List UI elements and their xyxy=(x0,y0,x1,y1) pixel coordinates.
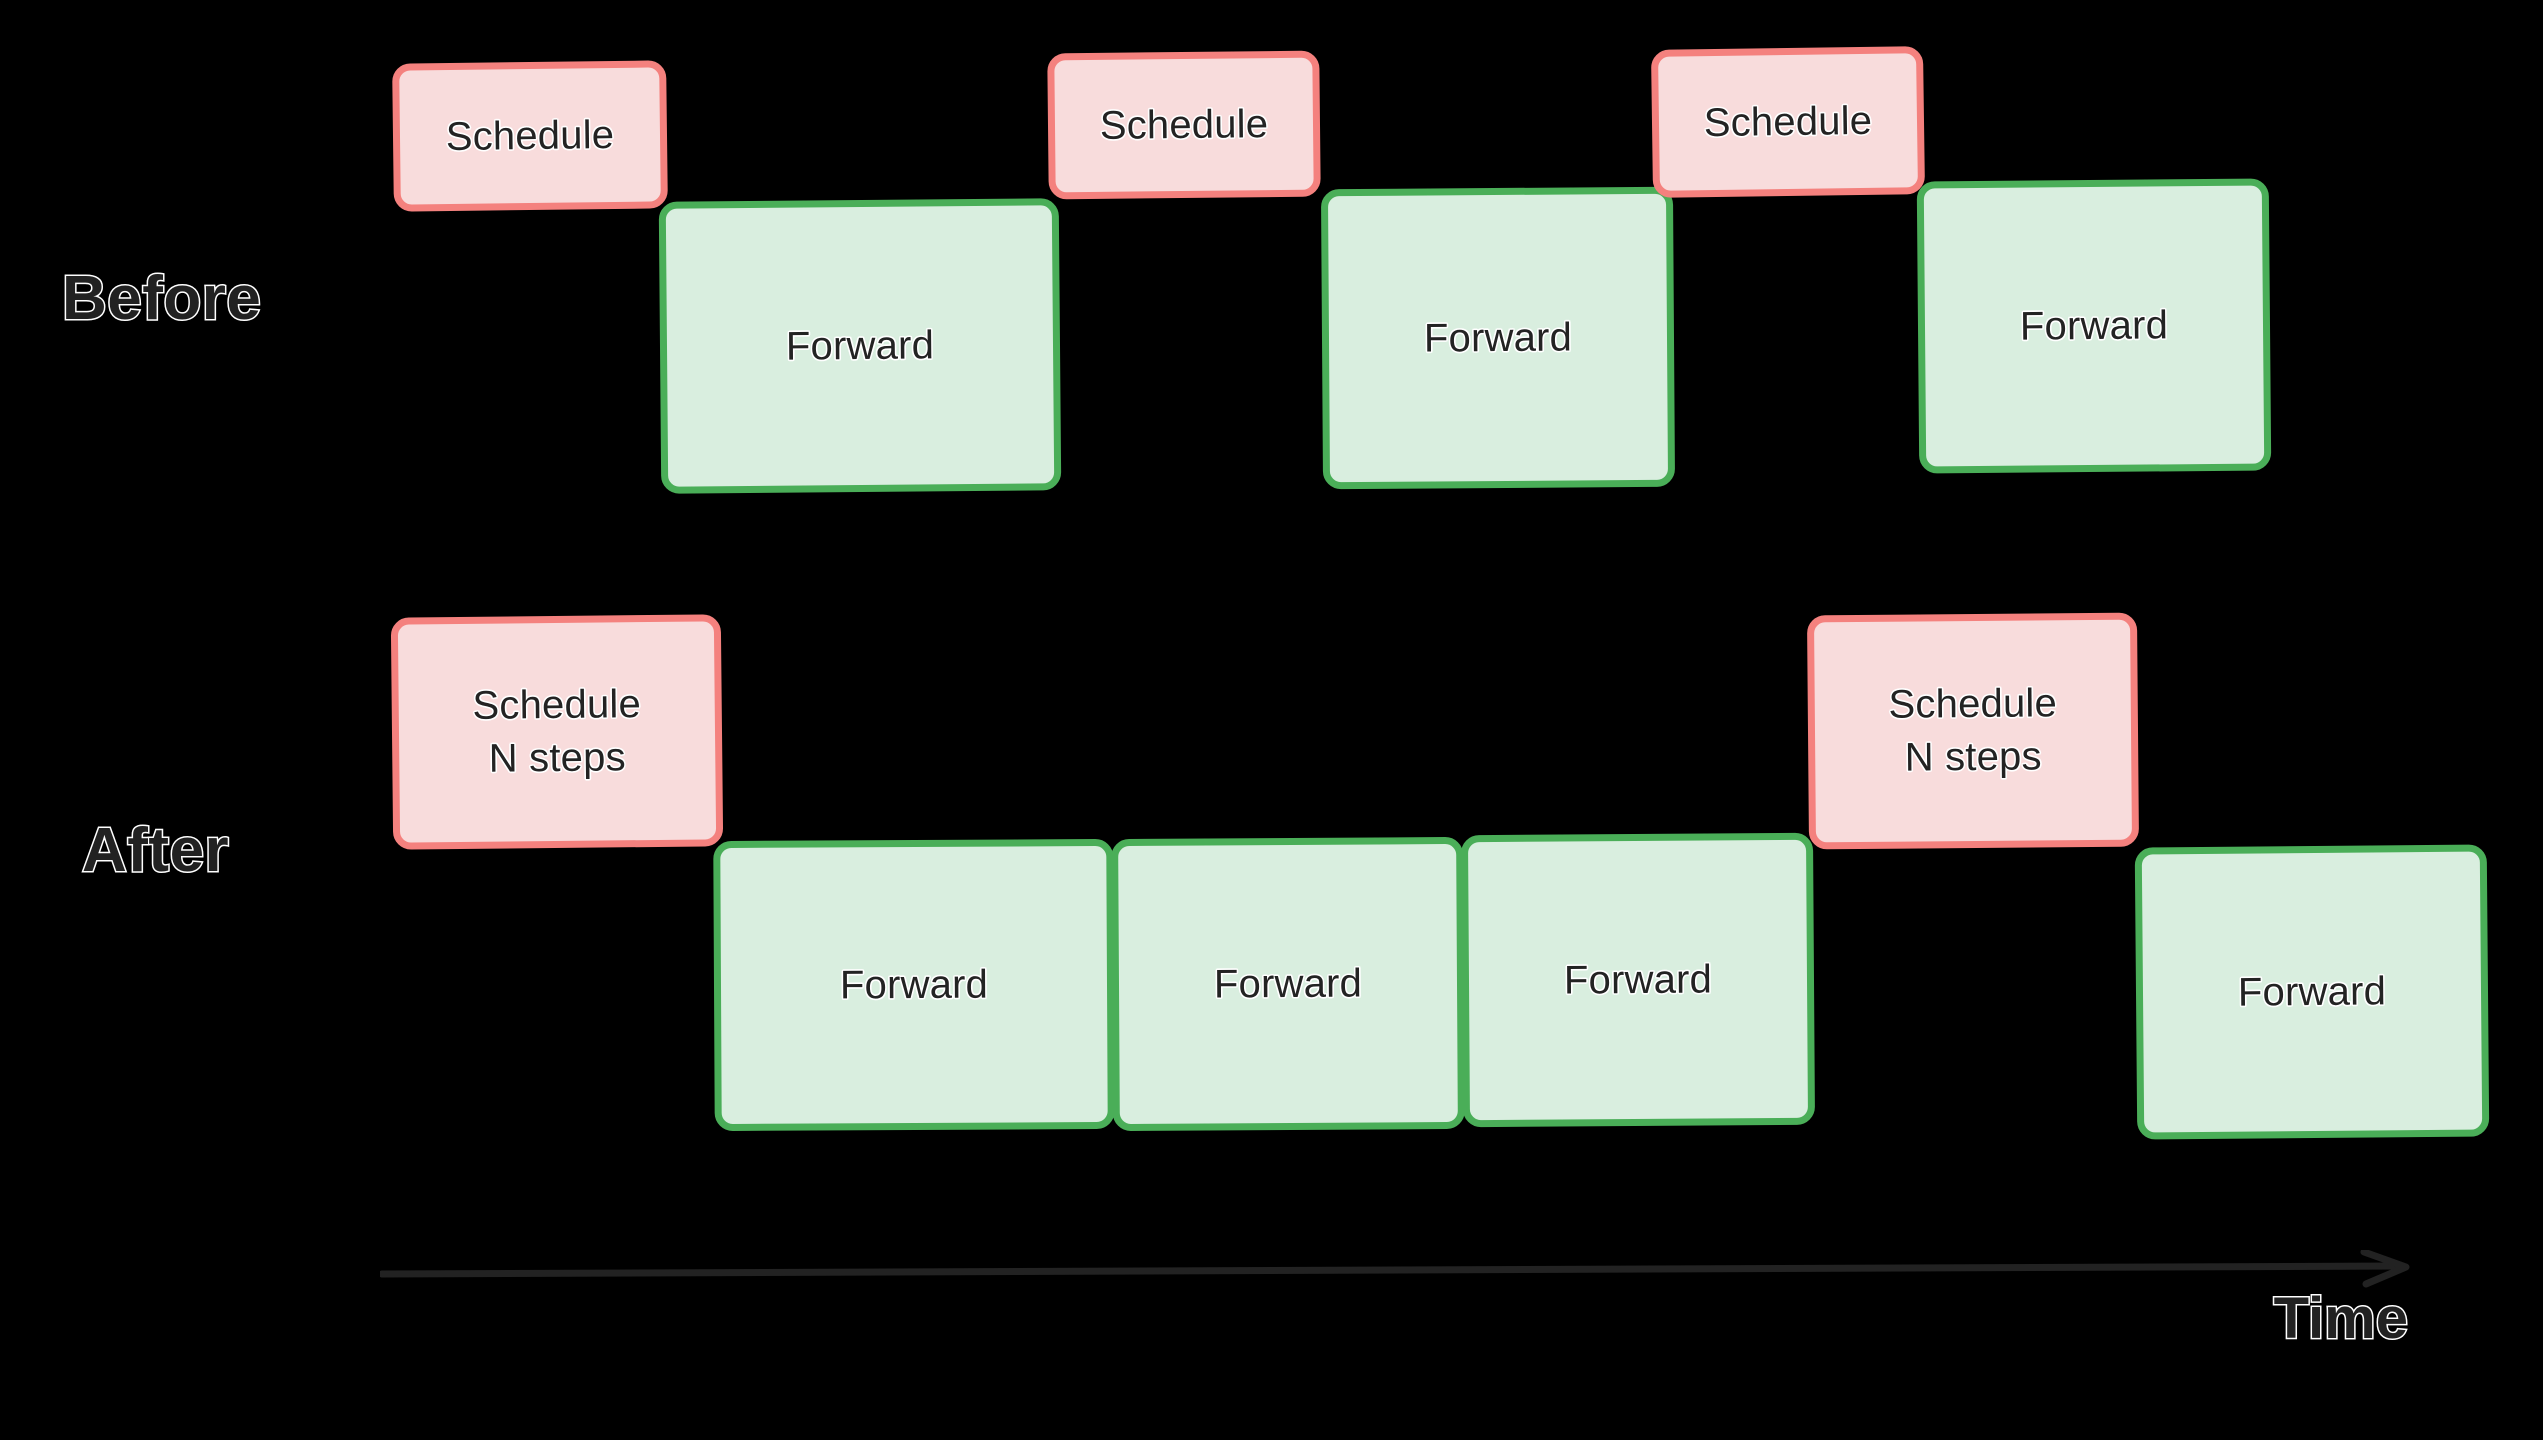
time-axis-label: Time xyxy=(2272,1286,2409,1351)
block-label: Forward xyxy=(2237,968,2387,1015)
after-schedule-block-2: Schedule N steps xyxy=(1806,612,2140,850)
block-label: Forward xyxy=(1423,315,1573,361)
block-label: Forward xyxy=(1563,957,1713,1003)
before-forward-block-3: Forward xyxy=(1916,178,2272,474)
after-schedule-block-1: Schedule N steps xyxy=(390,614,724,850)
block-label: Forward xyxy=(1213,961,1363,1007)
before-forward-block-2: Forward xyxy=(1320,186,1676,490)
block-label: Schedule xyxy=(1099,101,1269,148)
block-label: Forward xyxy=(785,322,935,369)
block-label: Schedule xyxy=(445,112,615,159)
before-schedule-block-3: Schedule xyxy=(1650,46,1926,198)
block-label: Forward xyxy=(2019,302,2169,349)
block-label: Schedule xyxy=(1703,98,1873,145)
time-axis-arrow xyxy=(380,1250,2422,1290)
block-label: Schedule N steps xyxy=(472,682,642,781)
before-schedule-block-1: Schedule xyxy=(392,60,668,212)
after-forward-block-4: Forward xyxy=(2134,844,2490,1140)
block-label: Schedule N steps xyxy=(1888,681,2058,780)
after-forward-block-3: Forward xyxy=(1460,832,1816,1128)
row-label-before: Before xyxy=(60,264,262,333)
block-label: Forward xyxy=(839,962,989,1007)
before-schedule-block-2: Schedule xyxy=(1047,50,1321,200)
before-forward-block-1: Forward xyxy=(658,198,1062,494)
after-forward-block-1: Forward xyxy=(713,838,1115,1132)
after-forward-block-2: Forward xyxy=(1111,836,1465,1132)
row-label-after: After xyxy=(80,816,230,885)
